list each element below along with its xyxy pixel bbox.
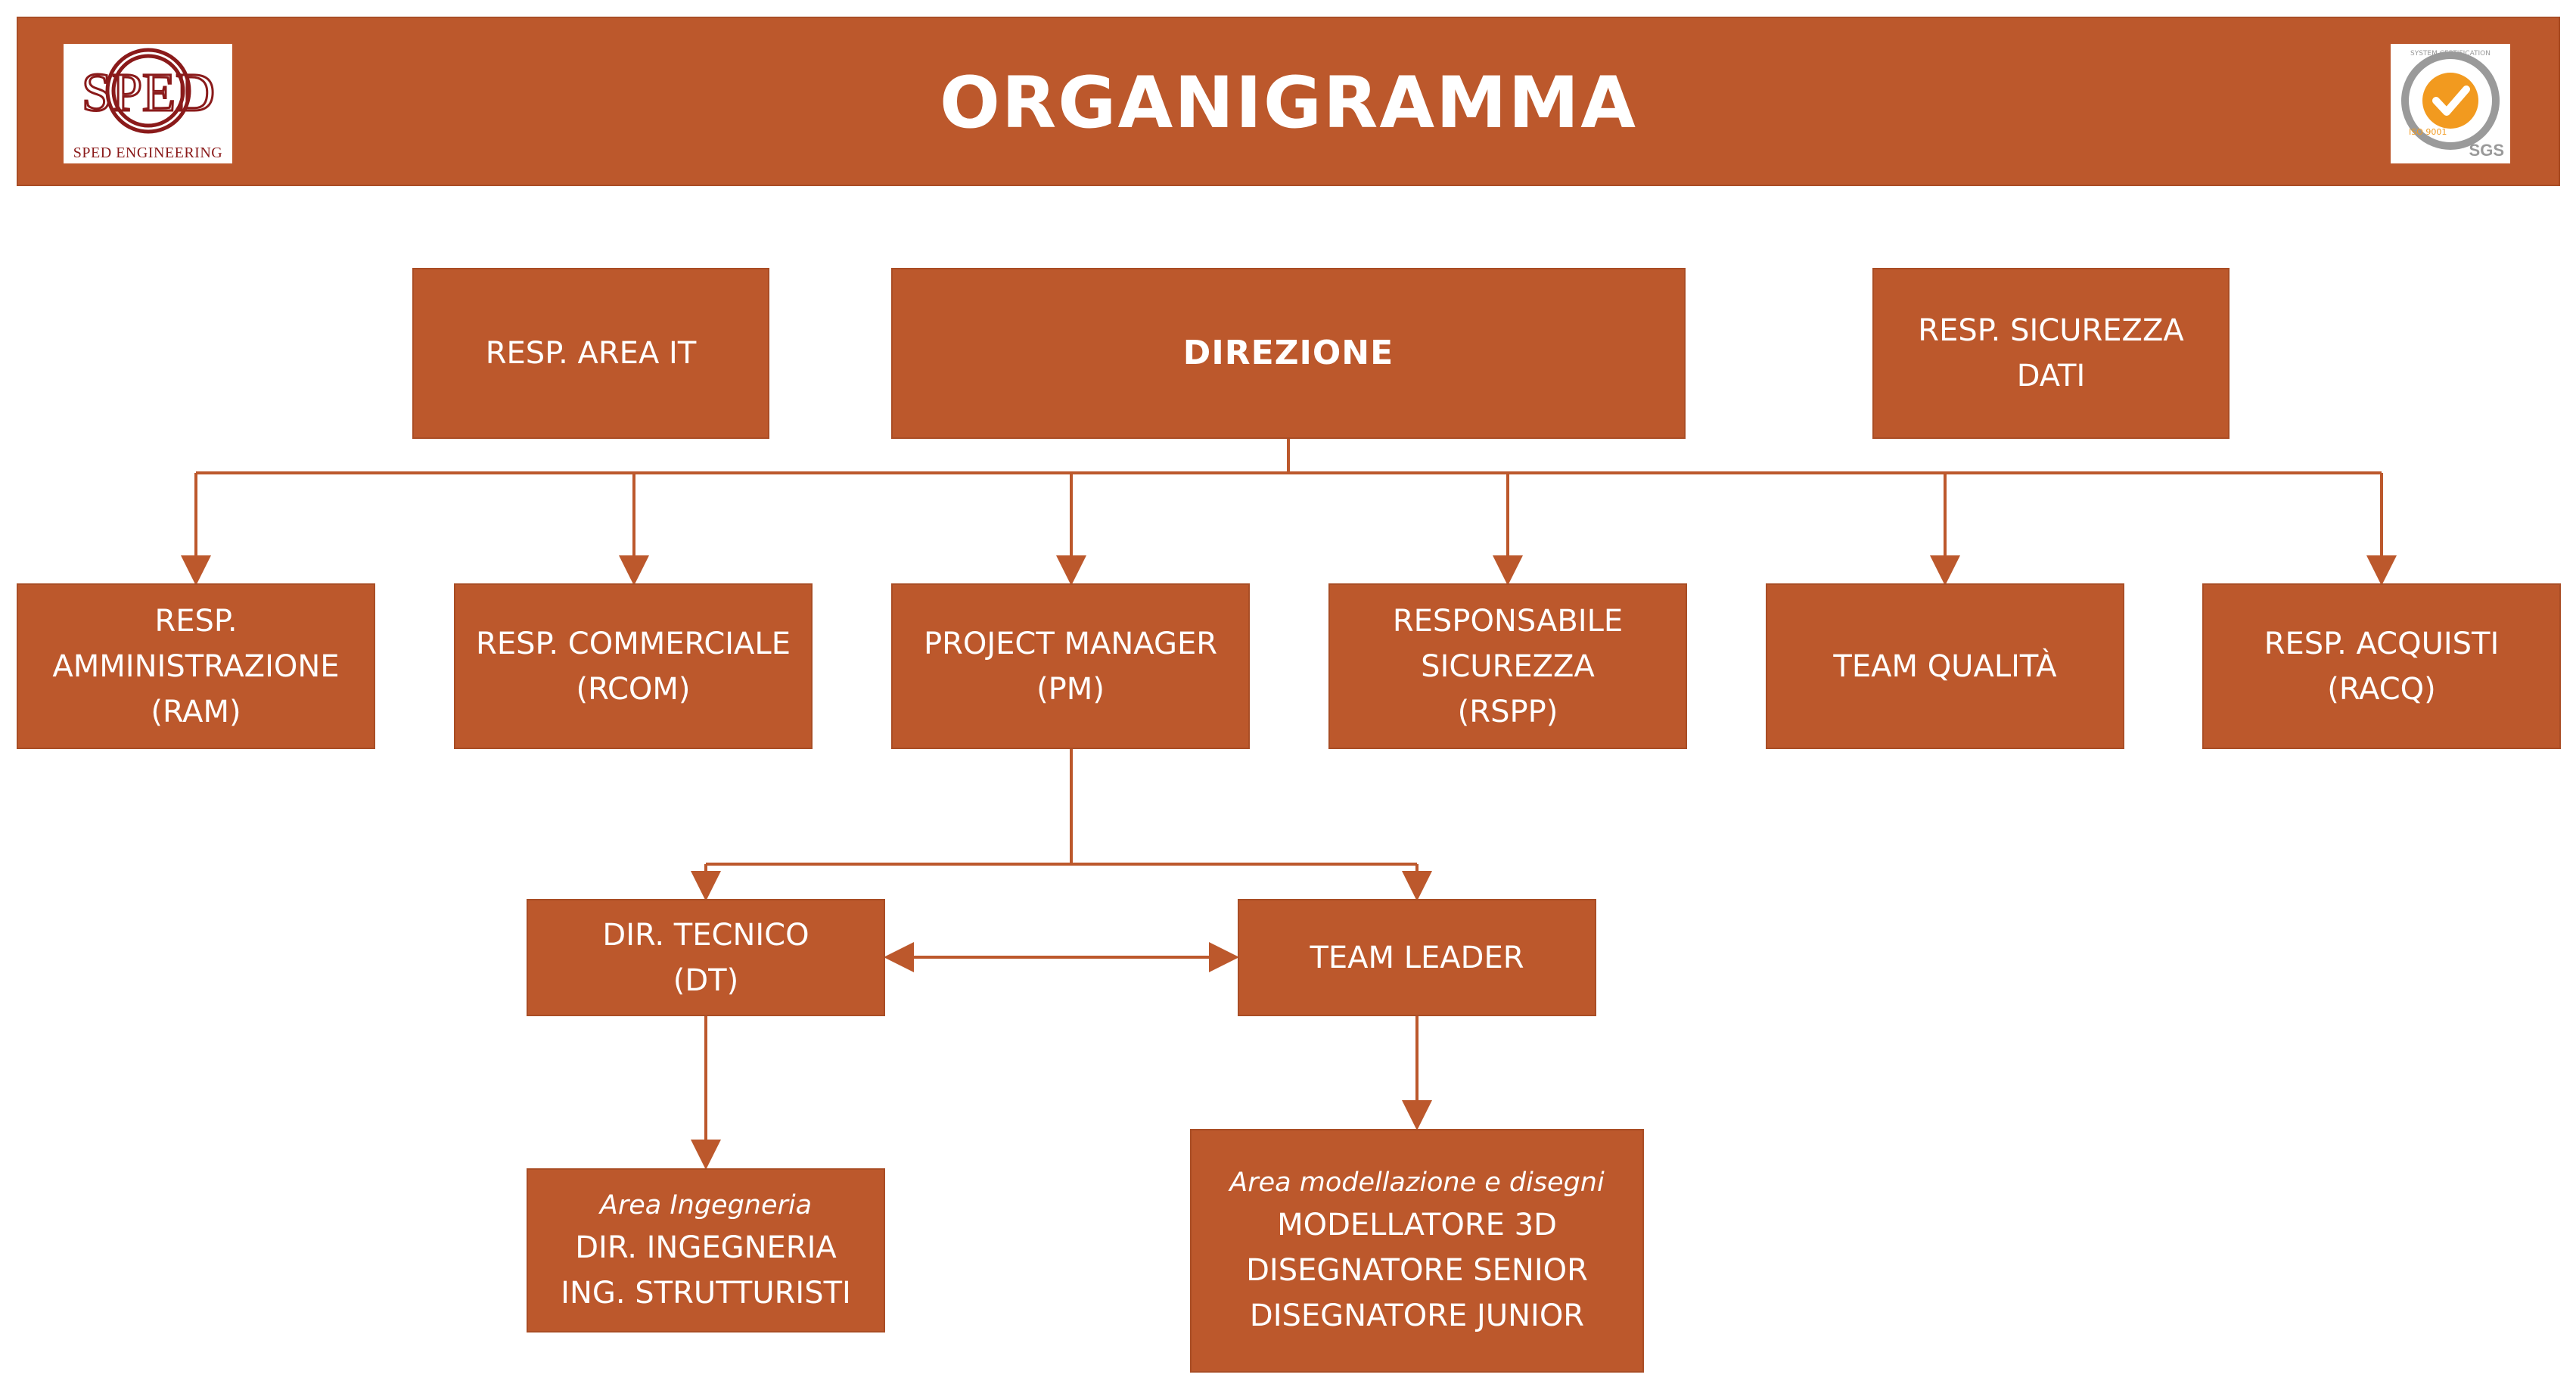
node-area-label: Area modellazione e disegni xyxy=(1229,1168,1605,1198)
node-racq: RESP. ACQUISTI (RACQ) xyxy=(2202,583,2561,749)
node-resp-area-it: RESP. AREA IT xyxy=(412,268,769,439)
node-rcom: RESP. COMMERCIALE (RCOM) xyxy=(454,583,813,749)
sgs-label: SGS xyxy=(2469,141,2504,160)
node-ram: RESP. AMMINISTRAZIONE (RAM) xyxy=(17,583,375,749)
node-direzione: DIREZIONE xyxy=(891,268,1686,439)
svg-text:SPED: SPED xyxy=(82,62,215,123)
node-area-ingegneria: Area Ingegneria DIR. INGEGNERIA ING. STR… xyxy=(527,1168,885,1332)
node-rspp: RESPONSABILE SICUREZZA (RSPP) xyxy=(1328,583,1687,749)
sped-logo-mark: SPED xyxy=(80,48,216,134)
node-pm: PROJECT MANAGER (PM) xyxy=(891,583,1250,749)
node-area-modellazione: Area modellazione e disegni MODELLATORE … xyxy=(1190,1129,1644,1373)
node-label: DISEGNATORE JUNIOR xyxy=(1249,1298,1585,1333)
node-label: RESP. COMMERCIALE xyxy=(476,626,791,661)
node-label: TEAM QUALITÀ xyxy=(1833,648,2057,684)
sped-logo: SPED SPED ENGINEERING xyxy=(64,44,232,163)
node-label: ING. STRUTTURISTI xyxy=(561,1275,851,1311)
node-label: (RACQ) xyxy=(2327,671,2436,707)
node-team-qualita: TEAM QUALITÀ xyxy=(1766,583,2124,749)
svg-text:ISO 9001: ISO 9001 xyxy=(2409,127,2447,137)
node-label: DIR. INGEGNERIA xyxy=(575,1230,837,1265)
node-label: (RCOM) xyxy=(576,671,691,707)
node-label: RESP. SICUREZZA xyxy=(1918,313,2184,348)
node-label: RESPONSABILE xyxy=(1392,603,1624,639)
node-label: (PM) xyxy=(1036,671,1105,707)
node-team-leader: TEAM LEADER xyxy=(1238,899,1596,1016)
header-banner: SPED SPED ENGINEERING ORGANIGRAMMA SYSTE… xyxy=(17,17,2560,186)
certification-check-icon: SYSTEM CERTIFICATION ISO 9001 xyxy=(2401,50,2500,150)
node-label: TEAM LEADER xyxy=(1310,940,1524,975)
svg-text:SYSTEM CERTIFICATION: SYSTEM CERTIFICATION xyxy=(2410,50,2491,58)
node-label: (DT) xyxy=(673,962,739,998)
node-label: AMMINISTRAZIONE xyxy=(52,648,340,684)
sgs-certification-logo: SYSTEM CERTIFICATION ISO 9001 SGS xyxy=(2391,44,2510,163)
node-label: (RAM) xyxy=(151,694,241,729)
logo-company-name: SPED ENGINEERING xyxy=(73,145,223,161)
node-label: (RSPP) xyxy=(1457,694,1558,729)
node-area-label: Area Ingegneria xyxy=(599,1189,813,1221)
node-dt: DIR. TECNICO (DT) xyxy=(527,899,885,1016)
node-label: DATI xyxy=(2016,359,2086,393)
node-label: MODELLATORE 3D xyxy=(1277,1208,1557,1242)
node-label: RESP. xyxy=(154,603,238,639)
node-label: SICUREZZA xyxy=(1421,648,1595,684)
node-label: PROJECT MANAGER xyxy=(923,626,1218,661)
node-label: RESP. ACQUISTI xyxy=(2264,626,2500,661)
node-label: DIR. TECNICO xyxy=(602,917,809,953)
page-title: ORGANIGRAMMA xyxy=(940,62,1637,145)
node-label: RESP. AREA IT xyxy=(485,336,697,371)
node-label: DISEGNATORE SENIOR xyxy=(1246,1253,1588,1288)
node-resp-sicurezza-dati: RESP. SICUREZZA DATI xyxy=(1872,268,2230,439)
node-label: DIREZIONE xyxy=(1182,334,1394,372)
